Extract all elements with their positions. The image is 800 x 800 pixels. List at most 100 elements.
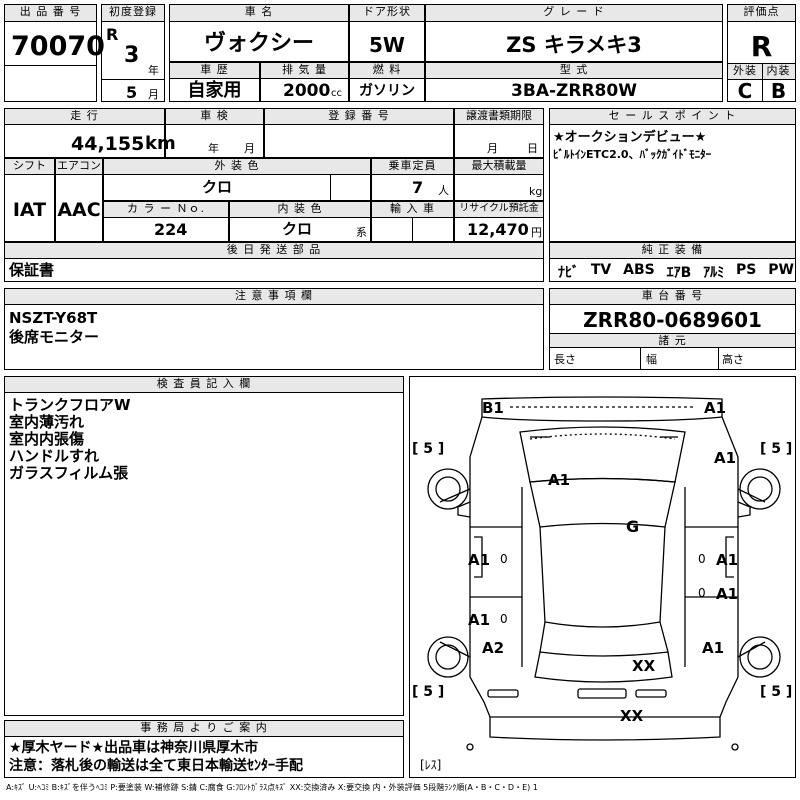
tire-mark-rear-left: [ 5 ] [412,684,445,700]
note-4: ハンドルすれ [9,447,100,465]
equipment-label: 純 正 装 備 [550,243,795,259]
door-type: 5W [369,33,405,57]
chassis-box: 車 台 番 号 ZRR80-0689601 諸 元 長さ 幅 高さ [549,288,796,370]
transfer-month-unit: 月 [487,142,498,155]
sales-point-box: セ ー ル ス ポ イ ン ト ★オークションデビュー★ ﾋﾞﾙﾄｲﾝETC2.… [549,108,796,242]
office-line-1: ★厚木ヤード★出品車は神奈川県厚木市 [9,740,259,756]
ext-color-box: 外 装 色 クロ [103,158,371,201]
door-box: ドア形状 5W [349,4,425,62]
note-5: ガラスフィルム張 [9,464,129,482]
mark-right-fender: A1 [714,449,737,467]
car-diagram [427,396,781,751]
capacity-unit: 人 [438,184,449,197]
shift-label: シフト [5,159,54,175]
inspection-box: 車 検 年 月 [165,108,264,158]
mark-left-front-door: A1 [468,551,491,569]
shift: IAT [12,199,47,221]
max-load-label: 最大積載量 [455,159,543,175]
model-label: 型 式 [426,63,722,79]
tire-mark-rear-right: [ 5 ] [760,684,793,700]
mark-hood: A1 [548,471,571,489]
dims-label: 諸 元 [550,333,795,348]
model: 3BA-ZRR80W [511,81,637,101]
capacity: 7 [412,178,424,197]
import-box: 輸 入 車 [371,201,454,242]
grade-label: グ レ ー ド [426,5,722,22]
equip-airbag: ｴｱB [666,265,692,281]
width-label: 幅 [646,353,657,366]
mileage: 44,155 [71,133,145,155]
era: R [106,25,119,44]
chassis-label: 車 台 番 号 [550,289,795,305]
reg-number-label: 登 録 番 号 [265,109,453,125]
car-diagram-box: [ 5 ] [ 5 ] [ 5 ] [ 5 ] [ﾚｽ] B1 A1 A1 A1… [409,376,796,778]
color-no-label: カ ラ ー Ｎｏ. [104,202,228,218]
spare-tire-mark: [ﾚｽ] [420,758,442,772]
model-box: 型 式 3BA-ZRR80W [425,62,723,102]
month-unit: 月 [148,88,159,101]
fuel-label: 燃 料 [350,63,424,79]
mark-left-rear-door: A1 [468,611,491,629]
displacement-unit: cc [331,88,342,99]
max-load-unit: kg [529,185,543,198]
recycle-box: リサイクル預託金 12,470 円 [454,201,544,242]
score-label: 評価点 [728,5,795,22]
aircon: AAC [57,199,101,221]
color-no-box: カ ラ ー Ｎｏ. 224 [103,201,229,242]
mark-back-door: XX [632,657,656,675]
later-parts-box: 後 日 発 送 部 品 保証書 [4,242,544,282]
exterior-grade: C [737,79,753,103]
car-name: ヴォクシー [203,31,314,56]
first-registration-box: 初度登録 R 3 年 5 月 [101,4,165,102]
equip-pw: PW [768,262,794,278]
equip-alloy: ｱﾙﾐ [703,265,725,281]
mark-front-right-corner: A1 [704,399,727,417]
inspector-notes: トランクフロアW 室内薄汚れ 室内内張傷 ハンドルすれ ガラスフィルム張 [9,397,131,482]
grade-box: グ レ ー ド ZS キラメキ3 [425,4,723,62]
score: R [750,30,773,63]
ext-color-label: 外 装 色 [104,159,370,175]
mark-rear-bumper: XX [620,707,644,725]
mark-left-rear-quarter: A2 [482,639,505,657]
car-name-box: 車 名 ヴォクシー [169,4,349,62]
interior-label: 内装 [762,64,795,80]
note-2: 室内薄汚れ [9,413,85,431]
office-label: 事 務 局 よ り ご 案 内 [5,721,403,737]
caution-label: 注 意 事 項 欄 [5,289,543,305]
ext-color: クロ [201,178,232,196]
mark-front-left-corner: B1 [482,399,504,417]
chassis-number: ZRR80-0689601 [583,308,762,332]
tire-mark-front-right: [ 5 ] [760,441,793,457]
grade: ZS キラメキ3 [506,33,642,57]
height-label: 高さ [722,353,744,366]
lot-number: 70070 [11,31,105,62]
mark-left-front-door-sub: 0 [500,552,508,566]
equipment-list: ﾅﾋﾞ TV ABS ｴｱB ｱﾙﾐ PS PW [558,262,794,282]
caution-line-2: 後席モニター [9,328,100,346]
caution-line-1: NSZT-Y68T [9,309,98,327]
fuel: ガソリン [359,83,415,99]
transfer-box: 譲渡書類期限 月 日 [454,108,544,158]
history-label: 車 歴 [170,63,259,79]
caution-box: 注 意 事 項 欄 NSZT-Y68T 後席モニター [4,288,544,370]
car-name-label: 車 名 [170,5,348,22]
inspector-label: 検 査 員 記 入 欄 [5,377,403,393]
equip-navi: ﾅﾋﾞ [558,265,579,281]
capacity-box: 乗車定員 7 人 [371,158,454,201]
reg-number-box: 登 録 番 号 [264,108,454,158]
transfer-day-unit: 日 [527,142,538,155]
office-box: 事 務 局 よ り ご 案 内 ★厚木ヤード★出品車は神奈川県厚木市 注意：落札… [4,720,404,778]
insp-year-unit: 年 [208,142,219,155]
later-parts: 保証書 [9,261,55,279]
office-line-2: 注意：落札後の輸送は全て東日本輸送ｾﾝﾀｰ手配 [9,758,303,774]
year-unit: 年 [148,64,159,77]
recycle-unit: 円 [531,226,542,239]
equip-ps: PS [736,262,757,278]
legend: A:ｷｽﾞ U:ﾍｺﾐ B:ｷｽﾞを伴うﾍｺﾐ P:要塗装 W:補修跡 S:錆 … [6,783,538,792]
lot-label: 出 品 番 号 [5,5,96,22]
sales-point-label: セ ー ル ス ポ イ ン ト [550,109,795,125]
mark-right-rear-quarter: A1 [702,639,725,657]
mileage-box: 走 行 44,155 km [4,108,176,158]
tire-mark-front-left: [ 5 ] [412,441,445,457]
score-box: 評価点 R 外装 内装 C B [727,4,796,102]
